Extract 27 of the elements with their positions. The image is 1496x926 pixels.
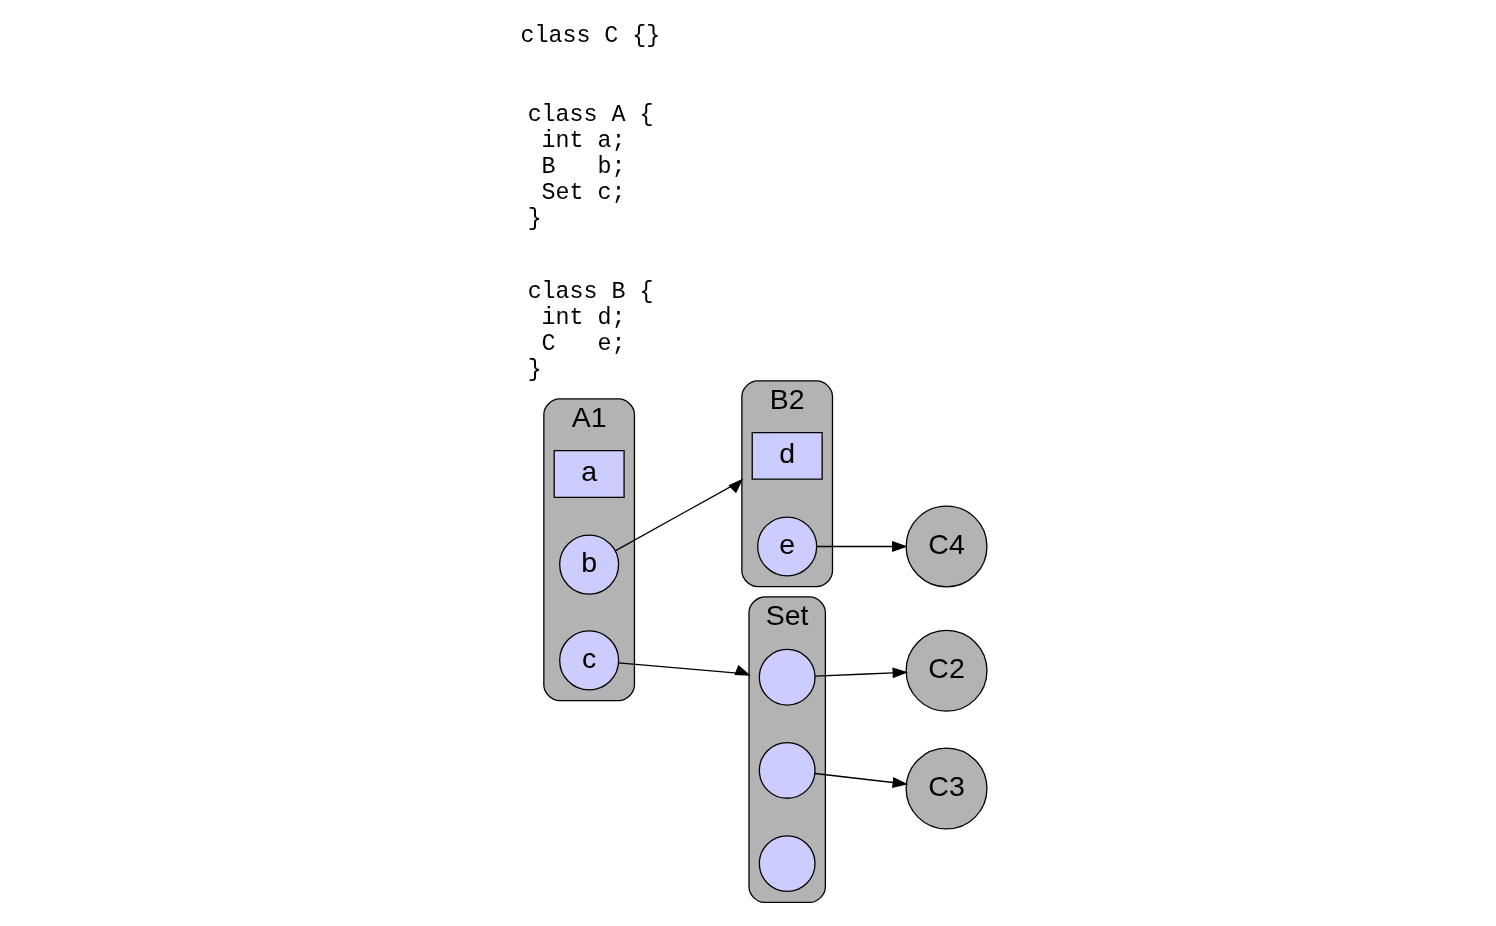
node-circle: C4 bbox=[904, 505, 988, 588]
node-circle: C3 bbox=[904, 747, 988, 830]
arrow bbox=[813, 667, 908, 679]
label: } bbox=[527, 357, 542, 384]
label: } bbox=[527, 205, 542, 232]
node-box: d bbox=[751, 431, 823, 480]
arrow bbox=[815, 541, 908, 552]
label: class C {} bbox=[520, 23, 660, 50]
node-circle: b bbox=[558, 534, 619, 595]
label: Set c; bbox=[541, 179, 625, 206]
label: int d; bbox=[541, 305, 625, 332]
label: B b; bbox=[541, 153, 625, 180]
label: int a; bbox=[541, 128, 625, 155]
arrow bbox=[614, 478, 743, 552]
node-box: a bbox=[553, 450, 625, 498]
arrow bbox=[617, 662, 751, 676]
label: class B { bbox=[527, 279, 653, 306]
label: class A { bbox=[527, 102, 653, 129]
node-circle: C2 bbox=[904, 629, 988, 712]
label: C e; bbox=[541, 331, 625, 358]
node-circle: e bbox=[756, 516, 817, 577]
node-circle bbox=[758, 741, 816, 799]
node-circle: c bbox=[558, 630, 619, 691]
node-circle bbox=[758, 648, 816, 706]
node-circle bbox=[758, 835, 816, 893]
cluster: Set bbox=[747, 596, 826, 904]
arrow bbox=[813, 772, 908, 788]
